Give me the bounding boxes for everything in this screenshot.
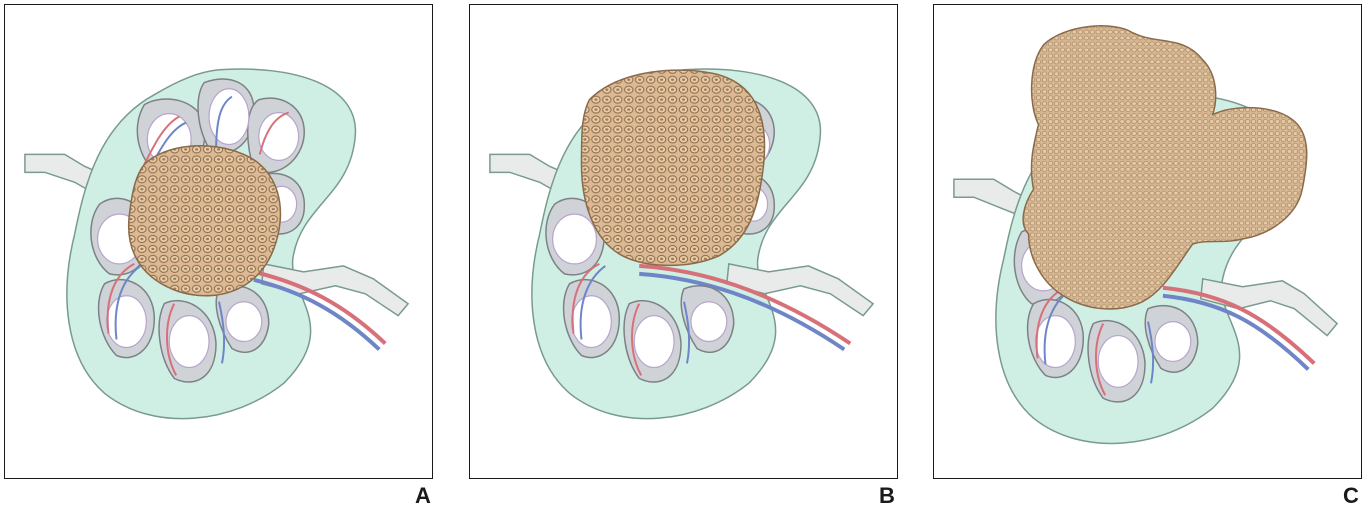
tumor-metastasis — [581, 70, 764, 265]
panel-c — [933, 4, 1362, 479]
lymph-node-diagram-a — [5, 5, 432, 478]
lymph-node-diagram-b — [470, 5, 897, 478]
panel-a — [4, 4, 433, 479]
panel-label-b: B — [879, 483, 895, 509]
panel-label-a: A — [415, 483, 431, 509]
tumor-metastasis — [129, 146, 281, 296]
tumor-metastasis — [1023, 26, 1307, 309]
lymph-node-diagram-c — [934, 5, 1361, 478]
panel-label-c: C — [1343, 483, 1359, 509]
panel-b — [469, 4, 898, 479]
